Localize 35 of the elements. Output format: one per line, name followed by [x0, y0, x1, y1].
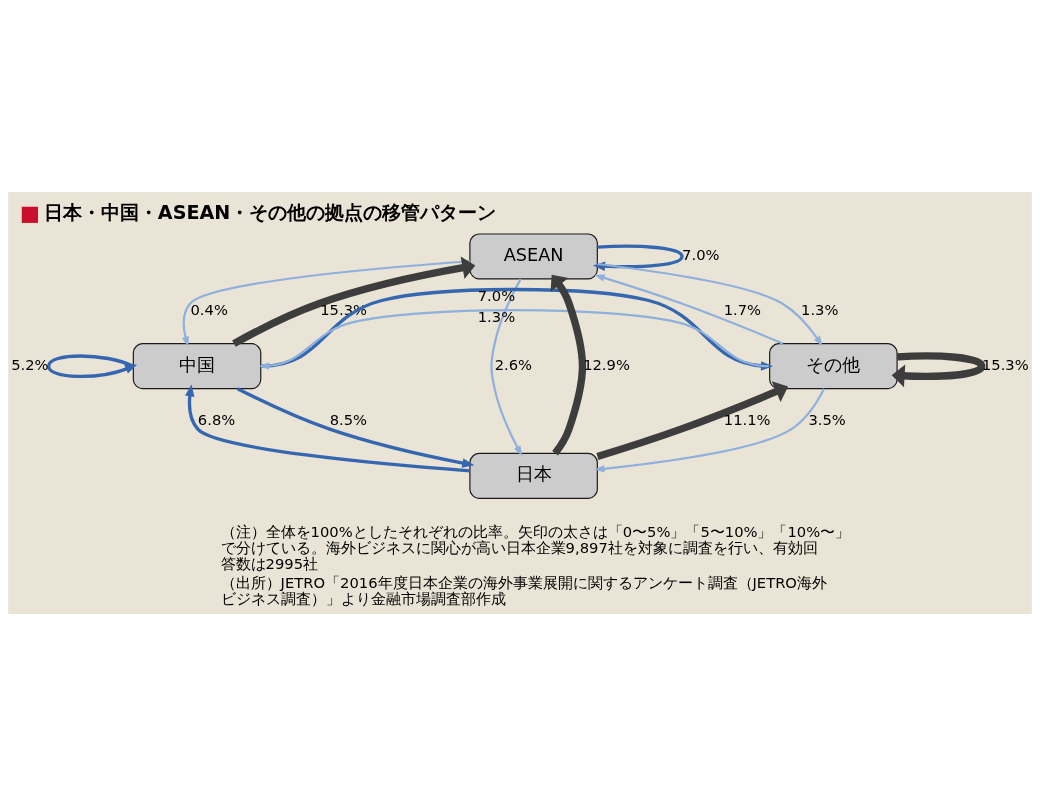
edge-label: 1.3% — [801, 300, 839, 318]
arrow — [232, 256, 476, 347]
arrow — [594, 274, 784, 345]
edge-label: 7.0% — [477, 287, 516, 305]
arrow — [593, 244, 684, 271]
edge-label: 15.3% — [981, 355, 1029, 373]
arrow — [597, 262, 823, 347]
label: （注）全体を100%としたそれぞれの比率。矢印の太さは「0〜5%」「5〜10%」「10%〜」で分けている。海外ビジネスに関心が高い日本企業9,897社を対象に調査を行い、有効回答数は2995社 — [220, 522, 851, 573]
arrow — [596, 381, 789, 461]
edge-label: 8.5% — [329, 410, 368, 428]
label: （出所）JETRO「2016年度日本企業の海外事業展開に関するアンケート調査（JETRO海外ビジネス調査）」より金融市場調査部作成 — [220, 574, 827, 608]
edge-label: 3.5% — [808, 410, 846, 428]
arrow — [891, 352, 986, 388]
node-box: 中国 — [132, 343, 262, 390]
arrow — [185, 384, 471, 473]
arrow — [261, 287, 774, 371]
node-box: ASEAN — [469, 233, 598, 280]
edge-label: 6.8% — [197, 410, 236, 428]
arrow — [594, 388, 826, 473]
edge-label: 11.1% — [723, 410, 771, 428]
edge-label: 1.7% — [723, 300, 762, 318]
edge-label: 0.4% — [190, 300, 228, 318]
diagram-title: 日本・中国・ASEAN・その他の拠点の移管パターン — [43, 200, 497, 224]
edge-label: 1.3% — [477, 307, 516, 325]
arrow — [236, 387, 475, 468]
node-box: 日本 — [469, 452, 598, 499]
edge-label: 7.0% — [682, 246, 720, 264]
edge-label: 2.6% — [494, 355, 533, 373]
arrow — [550, 274, 587, 456]
node-box: その他 — [769, 343, 898, 390]
arrow — [181, 260, 470, 347]
arrow — [490, 278, 523, 457]
arrow — [258, 309, 769, 370]
arrow — [47, 354, 138, 378]
edge-label: 5.2% — [11, 355, 49, 373]
